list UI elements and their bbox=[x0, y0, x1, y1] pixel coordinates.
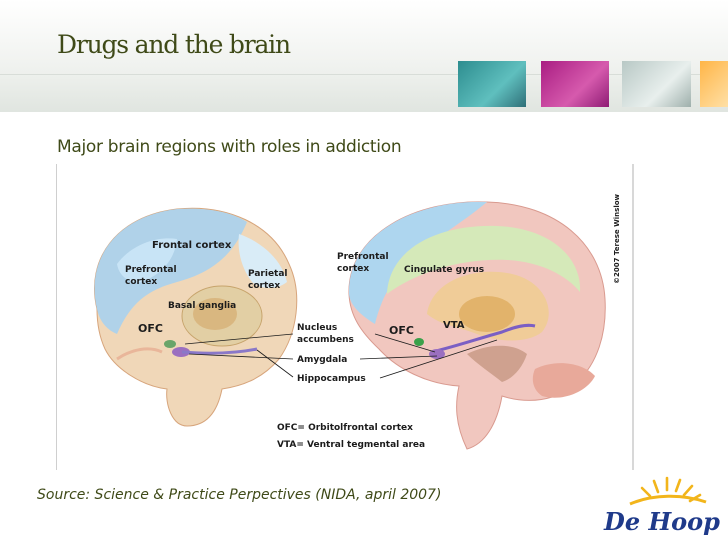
header-lower-bar bbox=[0, 74, 728, 112]
label-vta: VTA bbox=[443, 320, 465, 331]
leader-amygdala-right bbox=[359, 355, 438, 360]
legend-vta: VTA= Ventral tegmental area bbox=[277, 440, 425, 450]
slide-title: Drugs and the brain bbox=[57, 30, 291, 59]
left-ofc-marker bbox=[164, 340, 176, 348]
label-parietal-1: Parietal bbox=[248, 269, 288, 279]
leader-amygdala-left bbox=[188, 353, 294, 360]
right-brainstem-top bbox=[467, 345, 527, 382]
left-parietal-region bbox=[238, 234, 287, 288]
label-right-prefrontal-1: Prefrontal bbox=[337, 252, 389, 262]
left-brain-illustration bbox=[94, 207, 298, 427]
right-brain-illustration bbox=[348, 201, 606, 450]
label-left-ofc: OFC bbox=[138, 322, 163, 335]
header-photo-teal bbox=[458, 61, 526, 107]
left-hippocampus-marker bbox=[181, 347, 258, 355]
label-nucleus-2: accumbens bbox=[297, 335, 354, 345]
label-left-prefrontal-2: cortex bbox=[125, 277, 157, 287]
leader-lines bbox=[184, 333, 498, 379]
copyright-text: ©2007 Terese Winslow bbox=[613, 193, 621, 284]
label-nucleus-1: Nucleus bbox=[297, 323, 337, 333]
sun-arc-icon bbox=[629, 494, 707, 506]
brain-diagram-panel: Frontal cortex Prefrontal cortex Parieta… bbox=[56, 164, 634, 470]
brain-diagram: Frontal cortex Prefrontal cortex Parieta… bbox=[94, 193, 621, 450]
label-right-ofc: OFC bbox=[389, 324, 414, 337]
de-hoop-logo: De Hoop bbox=[603, 476, 720, 536]
right-prefrontal-region bbox=[348, 201, 487, 324]
left-brain-fold bbox=[116, 347, 163, 361]
legend-ofc: OFC= Orbitolfrontal cortex bbox=[277, 423, 413, 433]
slide-subtitle: Major brain regions with roles in addict… bbox=[57, 137, 402, 157]
slide-header-band bbox=[0, 0, 728, 112]
label-amygdala: Amygdala bbox=[297, 355, 347, 365]
left-frontal-region bbox=[94, 208, 247, 334]
leader-nucleus-right bbox=[374, 333, 436, 353]
label-right-prefrontal-2: cortex bbox=[337, 264, 369, 274]
label-frontal-cortex: Frontal cortex bbox=[152, 240, 232, 251]
leader-hippocampus-right bbox=[379, 339, 498, 379]
label-cingulate-gyrus: Cingulate gyrus bbox=[404, 265, 484, 275]
label-hippocampus: Hippocampus bbox=[297, 374, 366, 384]
label-basal-ganglia: Basal ganglia bbox=[168, 301, 236, 311]
leader-hippocampus-left bbox=[256, 349, 294, 378]
right-cingulate-region bbox=[387, 225, 581, 294]
right-thalamus-shape bbox=[459, 296, 515, 332]
right-cerebellum bbox=[532, 363, 595, 398]
header-photo-orange bbox=[700, 61, 728, 107]
source-caption: Source: Science & Practice Perpectives (… bbox=[37, 487, 442, 503]
header-photo-magenta bbox=[541, 61, 609, 107]
left-prefrontal-region bbox=[117, 238, 177, 283]
logo-text: De Hoop bbox=[603, 507, 720, 536]
left-amygdala-marker bbox=[172, 347, 190, 357]
right-ofc-marker bbox=[414, 338, 424, 346]
label-left-prefrontal-1: Prefrontal bbox=[125, 265, 177, 275]
left-basal-ganglia-core bbox=[193, 298, 237, 330]
header-photo-grey bbox=[622, 61, 691, 107]
label-parietal-2: cortex bbox=[248, 281, 280, 291]
right-pathway-marker bbox=[431, 323, 536, 354]
leader-nucleus-left bbox=[184, 333, 294, 345]
